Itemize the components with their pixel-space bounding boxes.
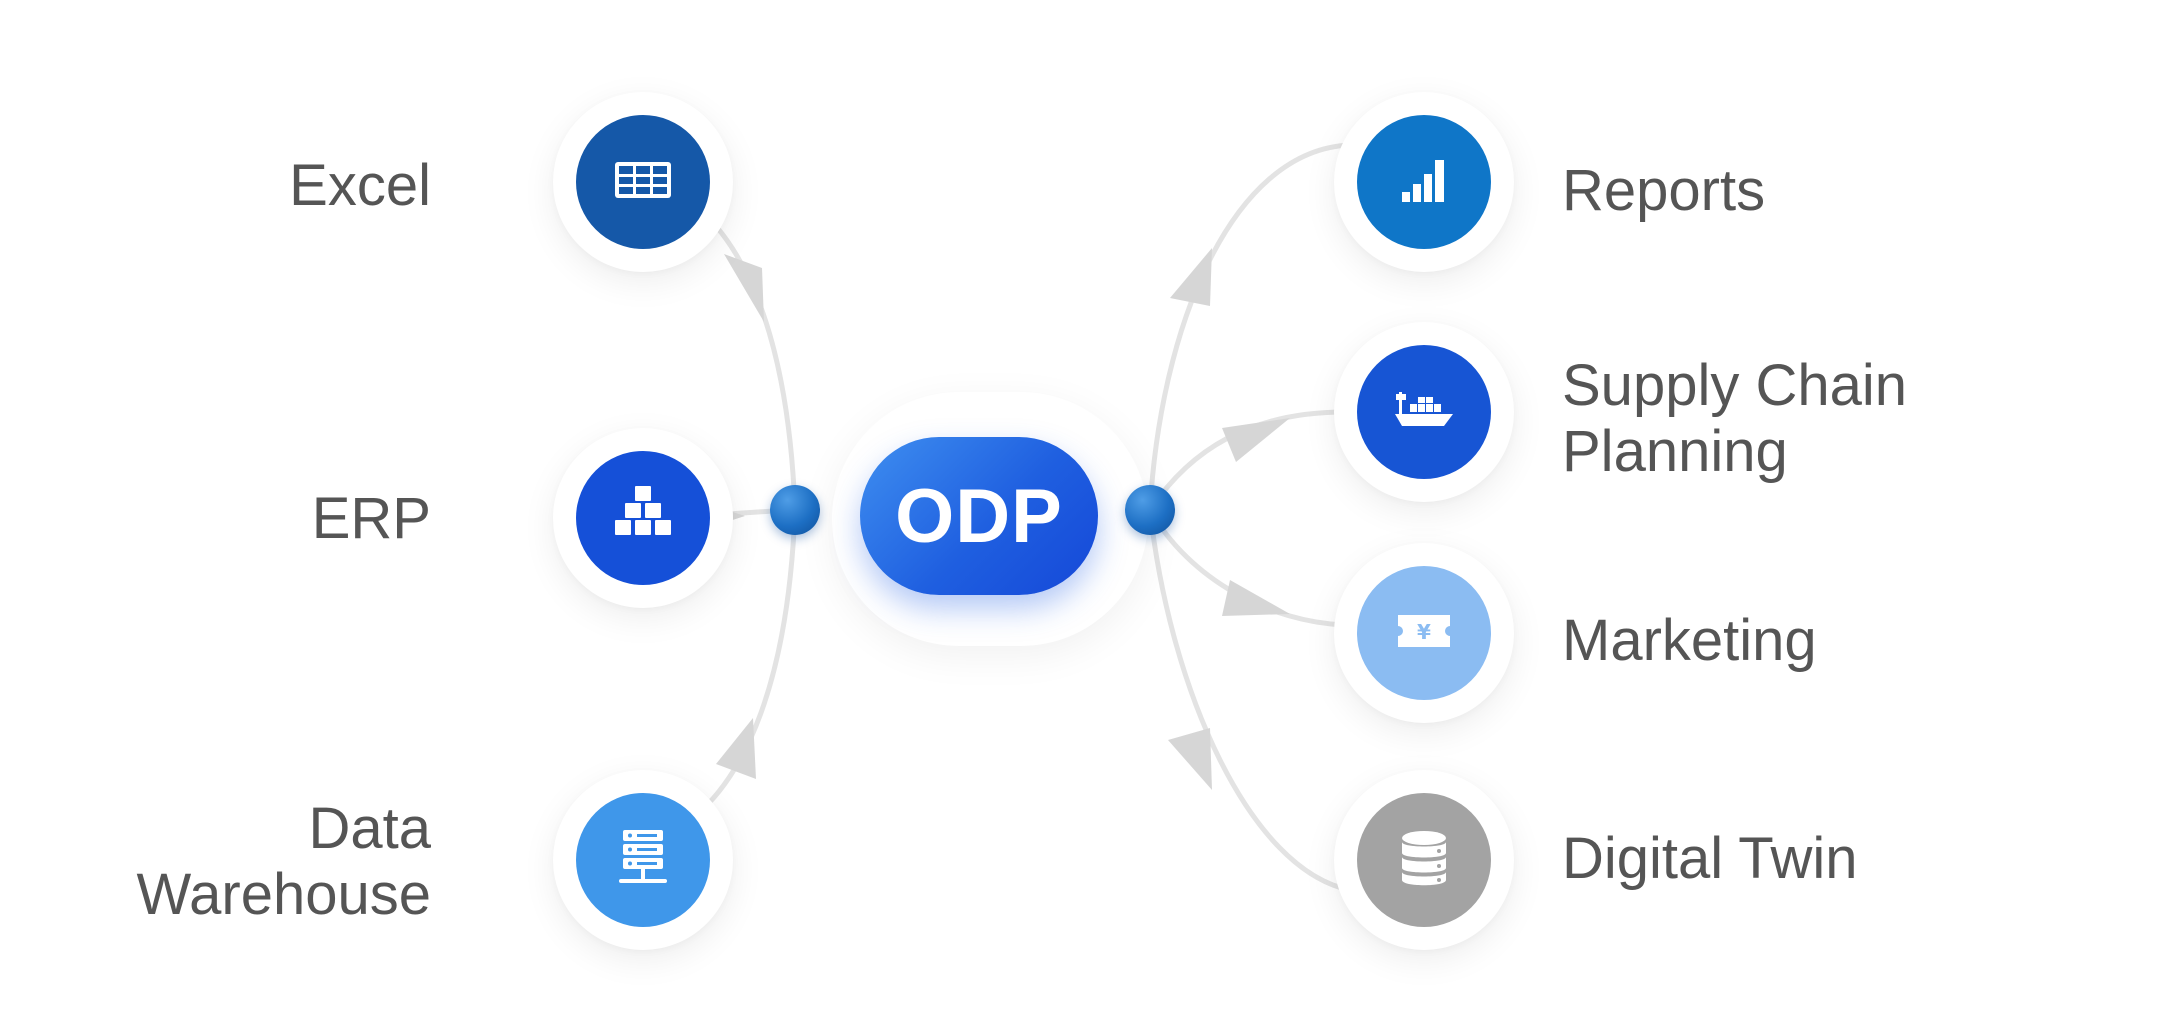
node-supply-chain-planning-circle: [1357, 345, 1491, 479]
node-digital-twin-circle: [1357, 793, 1491, 927]
label-erp: ERP: [311, 486, 431, 551]
connector-digital-twin: [1147, 507, 1353, 893]
node-marketing[interactable]: ¥: [1334, 543, 1514, 723]
spreadsheet-icon: [611, 148, 675, 217]
label-excel: Excel: [289, 153, 431, 218]
odp-hub[interactable]: ODP: [860, 437, 1098, 595]
database-icon: [1392, 826, 1456, 895]
node-reports-circle: [1357, 115, 1491, 249]
node-data-warehouse-circle: [576, 793, 710, 927]
node-excel-circle: [576, 115, 710, 249]
node-excel[interactable]: [553, 92, 733, 272]
label-data-warehouse: Data Warehouse: [136, 796, 431, 927]
cargo-ship-icon: [1392, 378, 1456, 447]
arrowhead-reports: [1170, 248, 1212, 306]
input-port: [770, 485, 820, 535]
node-data-warehouse[interactable]: [553, 770, 733, 950]
stacked-boxes-icon: [611, 484, 675, 553]
arrowhead-excel: [724, 254, 764, 322]
node-reports[interactable]: [1334, 92, 1514, 272]
hub-label: ODP: [895, 473, 1063, 559]
arrowhead-marketing: [1222, 580, 1290, 616]
node-erp-circle: [576, 451, 710, 585]
output-port: [1125, 485, 1175, 535]
node-marketing-circle: ¥: [1357, 566, 1491, 700]
label-reports: Reports: [1562, 158, 1766, 223]
coupon-yen-icon: ¥: [1392, 599, 1456, 668]
label-supply-chain-planning: Supply Chain Planning: [1562, 353, 1907, 484]
arrowhead-data-warehouse: [716, 718, 756, 779]
connector-reports: [1147, 142, 1353, 513]
label-digital-twin: Digital Twin: [1562, 826, 1858, 891]
node-erp[interactable]: [553, 428, 733, 608]
svg-text:¥: ¥: [1417, 620, 1431, 644]
server-rack-icon: [611, 826, 675, 895]
node-digital-twin[interactable]: [1334, 770, 1514, 950]
node-supply-chain-planning[interactable]: [1334, 322, 1514, 502]
label-marketing: Marketing: [1562, 608, 1817, 673]
bar-chart-icon: [1392, 148, 1456, 217]
arrowhead-supply-chain-planning: [1222, 418, 1290, 462]
arrowheads: [683, 248, 1290, 790]
arrowhead-digital-twin: [1168, 728, 1212, 790]
